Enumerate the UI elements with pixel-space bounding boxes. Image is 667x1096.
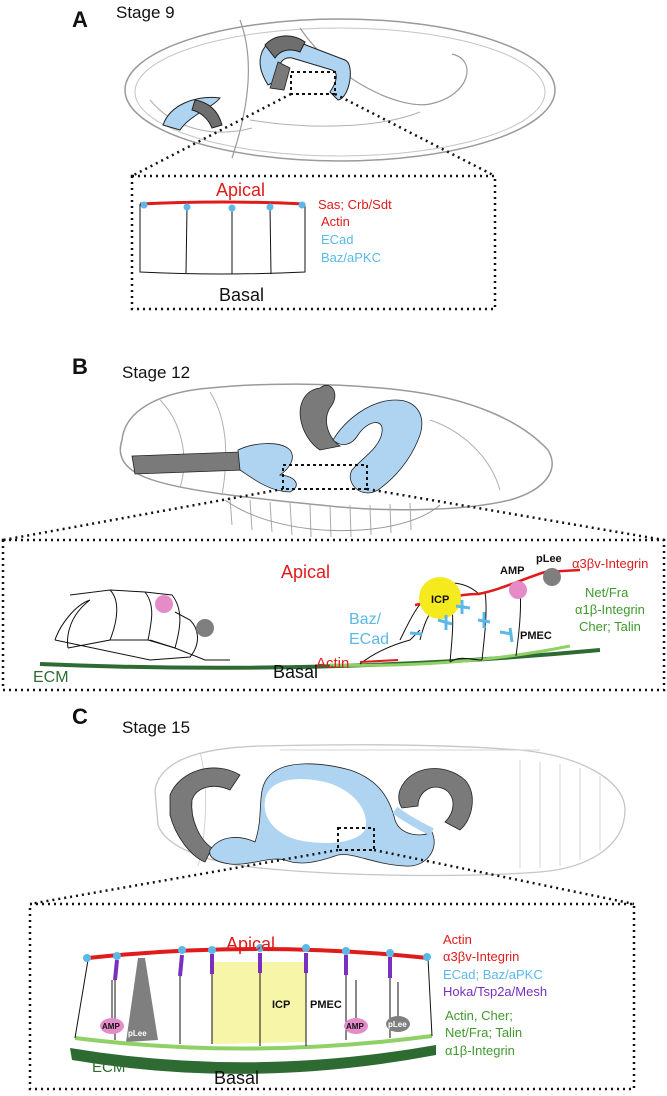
panel-c-amp-label-left: AMP bbox=[102, 1022, 120, 1031]
zoom-line-c-left bbox=[29, 848, 339, 906]
inset-c-box bbox=[28, 902, 636, 1091]
adherens-junction-dot bbox=[266, 203, 274, 211]
icp-cell bbox=[419, 577, 461, 619]
inset-b-box bbox=[1, 538, 666, 692]
panel-a-legend-sas: Sas; Crb/Sdt bbox=[318, 197, 392, 212]
adherens-junctions bbox=[409, 600, 514, 643]
panel-c-plee-label-left: pLee bbox=[128, 1029, 147, 1038]
panel-b-green-line1: Net/Fra bbox=[585, 585, 629, 600]
panel-c-legend-green2: Net/Fra; Talin bbox=[445, 1025, 522, 1040]
adherens-junction-dot bbox=[183, 203, 191, 211]
panel-c-plee-label-right: pLee bbox=[388, 1020, 407, 1029]
zoom-line-b-left bbox=[2, 487, 284, 542]
zoom-line-b-right bbox=[366, 487, 665, 542]
panel-a-letter: A bbox=[72, 7, 88, 32]
panel-a-basal-label: Basal bbox=[219, 285, 264, 305]
panel-c-letter: C bbox=[72, 704, 88, 729]
panel-c: C Stage 15 bbox=[28, 704, 636, 1091]
zoom-line-a-right bbox=[334, 92, 496, 178]
adherens-junction-dot bbox=[298, 201, 306, 209]
panel-a-stage: Stage 9 bbox=[116, 3, 175, 22]
panel-c-pmec-label: PMEC bbox=[310, 999, 342, 1011]
panel-b-icp-label: ICP bbox=[431, 594, 449, 606]
panel-c-legend-ecad: ECad; Baz/aPKC bbox=[443, 967, 543, 982]
adherens-junction-dot bbox=[228, 204, 236, 212]
panel-b-green-line3: Cher; Talin bbox=[579, 619, 641, 634]
panel-c-apical-label: Apical bbox=[226, 934, 275, 954]
panel-b-stage: Stage 12 bbox=[122, 363, 190, 382]
stage9-epithelium-inset bbox=[139, 200, 306, 275]
panel-c-basal-label: Basal bbox=[214, 1068, 259, 1088]
zoom-line-c-right bbox=[373, 848, 635, 906]
panel-b-baz-label: Baz/ bbox=[349, 611, 382, 628]
septate-junctions bbox=[113, 953, 392, 981]
panel-a: A Stage 9 bbox=[72, 3, 556, 311]
plee-cell bbox=[196, 619, 214, 637]
panel-b-letter: B bbox=[72, 354, 88, 379]
panel-b-green-line2: α1β-Integrin bbox=[575, 602, 645, 617]
panel-b: B Stage 12 bbox=[1, 354, 666, 692]
amp-cell bbox=[344, 1018, 368, 1034]
plee-cell bbox=[543, 568, 561, 586]
panel-b-plee-label: pLee bbox=[536, 553, 562, 565]
panel-c-legend-actin: Actin bbox=[443, 932, 472, 947]
adherens-junction-dot bbox=[140, 201, 148, 209]
panel-c-stage: Stage 15 bbox=[122, 718, 190, 737]
stage15-epithelium-inset bbox=[70, 944, 436, 1074]
stage15-embryo-illustration bbox=[154, 744, 626, 877]
stage9-embryo-illustration bbox=[124, 18, 556, 162]
amp-cell bbox=[100, 1018, 124, 1034]
inset-a-box bbox=[130, 174, 497, 311]
panel-a-legend-baz: Baz/aPKC bbox=[321, 250, 381, 265]
panel-c-legend-green1: Actin, Cher; bbox=[445, 1008, 513, 1023]
panel-c-icp-label: ICP bbox=[272, 999, 290, 1011]
ecm-line bbox=[39, 648, 601, 670]
panel-b-actin-label: Actin bbox=[316, 655, 349, 672]
panel-b-apical-label: Apical bbox=[281, 562, 330, 582]
panel-c-legend-green3: α1β-Integrin bbox=[445, 1043, 515, 1058]
panel-c-amp-label-right: AMP bbox=[346, 1022, 364, 1031]
adherens-junctions bbox=[83, 944, 431, 962]
panel-a-legend-ecad: ECad bbox=[321, 232, 354, 247]
panel-a-legend-actin: Actin bbox=[321, 214, 350, 229]
panel-b-ecad-label: ECad bbox=[349, 631, 389, 648]
panel-b-basal-label: Basal bbox=[273, 662, 318, 682]
apical-actin-line bbox=[139, 200, 306, 206]
icp-region bbox=[212, 962, 306, 1044]
panel-b-ecm-label: ECM bbox=[33, 669, 69, 686]
panel-a-apical-label: Apical bbox=[216, 180, 265, 200]
plee-cell bbox=[126, 958, 158, 1042]
stage12-epithelium-inset bbox=[39, 568, 601, 670]
panel-b-integrin-label: α3βv-Integrin bbox=[572, 556, 648, 571]
panel-b-pmec-label: PMEC bbox=[520, 630, 552, 642]
panel-c-legend-integrin: α3βv-Integrin bbox=[443, 949, 519, 964]
ecm-band bbox=[70, 1045, 436, 1074]
stage12-embryo-illustration bbox=[119, 383, 553, 538]
amp-cell bbox=[509, 581, 527, 599]
amp-cell bbox=[155, 595, 173, 613]
panel-c-ecm-label: ECM bbox=[92, 1059, 125, 1076]
panel-c-legend-hoka: Hoka/Tsp2a/Mesh bbox=[443, 984, 547, 999]
plee-cell bbox=[386, 1016, 410, 1032]
panel-b-amp-label: AMP bbox=[500, 565, 524, 577]
basal-membrane-line bbox=[74, 1034, 433, 1051]
actin-segment bbox=[359, 659, 399, 663]
basal-membrane-line bbox=[329, 644, 571, 667]
